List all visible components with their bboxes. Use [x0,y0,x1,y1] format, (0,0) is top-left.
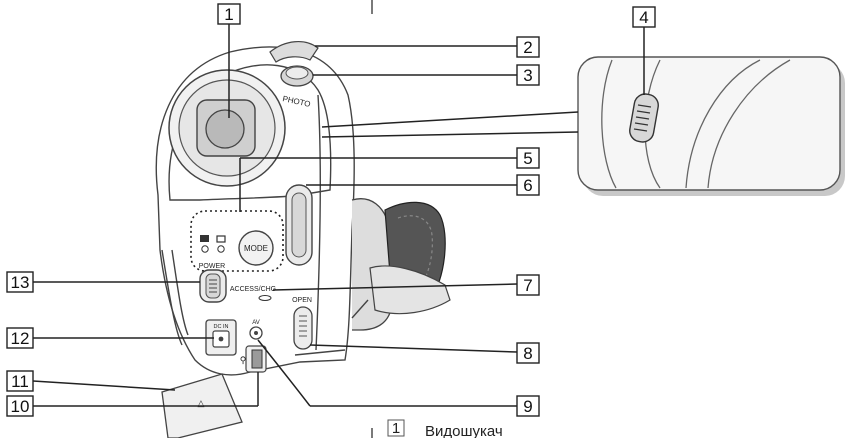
dcin-label: DC IN [214,324,229,330]
callout-10: 10 [6,395,34,417]
access-chg-label: ACCESS/CHG [230,286,276,293]
zoom-inset [577,56,845,196]
mode-indicators [200,235,226,253]
open-label: OPEN [292,297,312,304]
mode-group-outline [190,210,284,272]
av-label: AV [252,320,260,326]
power-switch[interactable] [199,269,227,303]
hand-strap [351,198,451,331]
callout-6-label: 6 [523,176,532,195]
callout-3: 3 [516,64,540,86]
inset-leader-top [321,111,579,128]
viewfinder [168,69,286,187]
callout-11-label: 11 [11,372,29,391]
callout-1: 1 [217,3,241,25]
callout-13: 13 [6,271,34,293]
usb-icon: ⚲ [240,355,247,365]
callout-7-label: 7 [523,276,532,295]
power-label: POWER [199,263,225,270]
callout-6: 6 [516,174,540,196]
record-button[interactable] [285,184,313,266]
zoom-lever[interactable] [269,41,319,63]
photo-label: PHOTO [282,94,312,109]
callout-12-label: 12 [11,329,30,348]
caption: 1 Видошукач [387,419,503,438]
callout-2: 2 [516,36,540,58]
inset-switch [629,93,659,143]
arrow-icon: △ [198,398,205,408]
callout-4-label: 4 [639,8,648,27]
callout-13-label: 13 [11,273,30,292]
callout-11: 11 [6,370,34,392]
photo-button[interactable] [280,65,314,87]
callout-9: 9 [516,395,540,417]
callout-7: 7 [516,274,540,296]
caption-number: 1 [392,420,400,437]
movie-icon [200,235,209,242]
callout-8: 8 [516,342,540,364]
callout-10-label: 10 [11,397,30,416]
callout-1-label: 1 [224,5,233,24]
callout-12: 12 [6,327,34,349]
photo-mode-icon [216,235,226,243]
callout-3-label: 3 [523,66,532,85]
mode-label: MODE [244,244,268,253]
callout-4: 4 [632,6,656,28]
callout-8-label: 8 [523,344,532,363]
callout-2-label: 2 [523,38,532,57]
inset-leader-bottom [321,131,579,138]
callout-5: 5 [516,147,540,169]
open-switch[interactable] [293,306,313,350]
callout-5-label: 5 [523,149,532,168]
access-chg-lamp [258,295,272,301]
callout-9-label: 9 [523,397,532,416]
caption-text: Видошукач [425,423,503,438]
mode-button[interactable]: MODE [238,230,274,266]
usb-jack[interactable]: ⚲ [240,345,267,373]
leader-lines [32,22,645,407]
